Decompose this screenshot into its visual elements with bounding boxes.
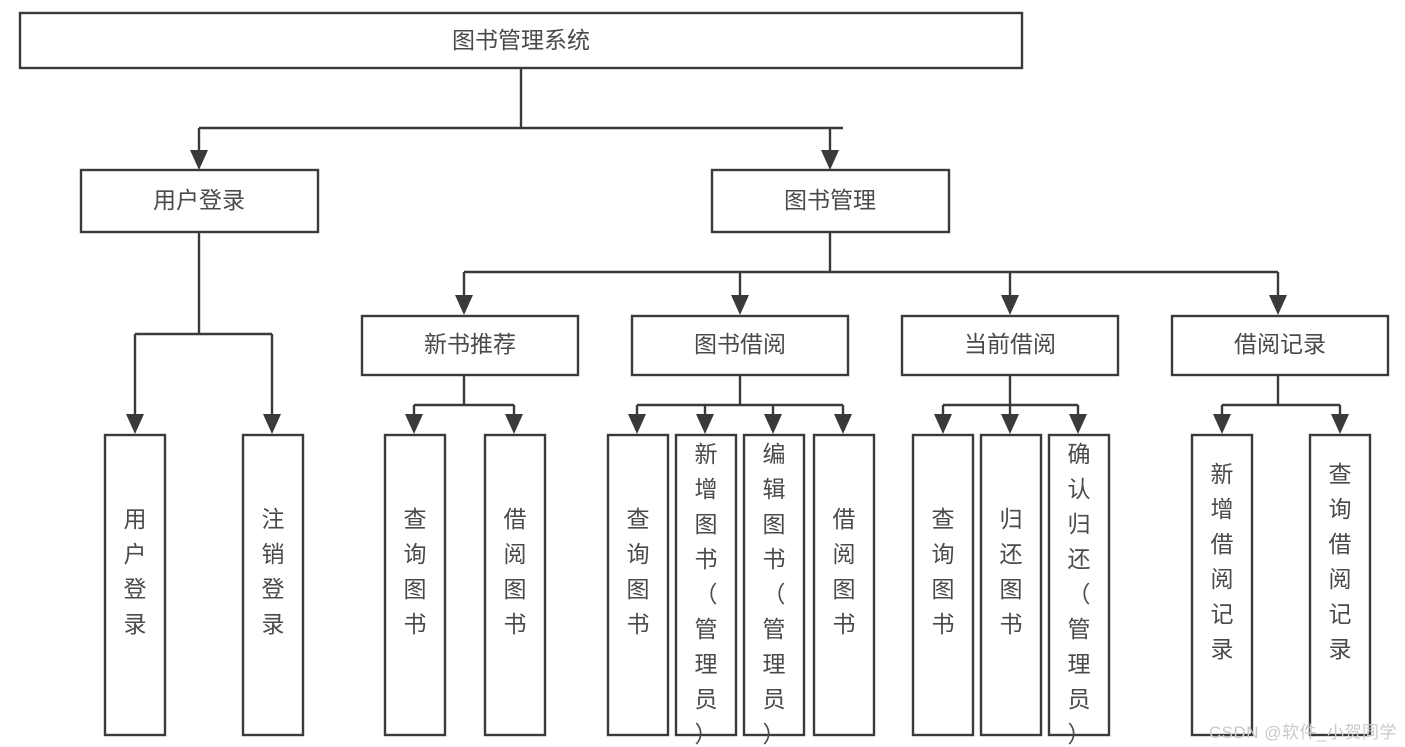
arrow-leaf-bookborrow-1 xyxy=(696,414,714,434)
leaf-new-book-recommend-1[interactable]: 借阅图书 xyxy=(483,433,547,737)
node-user-login[interactable]: 用户登录 xyxy=(79,168,320,234)
edge-borrowrecord-to-leaves xyxy=(1220,375,1342,414)
arrow-borrow-record xyxy=(1269,295,1287,315)
leaf-current-borrow-1[interactable]: 归还图书 xyxy=(979,433,1043,737)
leaf-user-login-0[interactable]: 用户登录 xyxy=(103,433,167,737)
edge-root-to-level2 xyxy=(197,68,843,150)
leaf-book-borrow-3-label: 借阅图书 xyxy=(833,506,856,637)
leaf-new-book-recommend-0-label: 查询图书 xyxy=(404,506,427,637)
leaf-borrow-record-1[interactable]: 查询借阅记录 xyxy=(1308,433,1372,737)
arrow-leaf-newbook-1 xyxy=(505,414,523,434)
node-book-borrow[interactable]: 图书借阅 xyxy=(630,314,850,377)
arrow-leaf-bookborrow-3 xyxy=(834,414,852,434)
arrow-leaf-user-login-0 xyxy=(126,414,144,434)
leaf-user-login-0-label: 用户登录 xyxy=(124,506,147,637)
leaf-new-book-recommend-0[interactable]: 查询图书 xyxy=(383,433,447,737)
leaf-borrow-record-0-label: 新增借阅记录 xyxy=(1211,461,1234,662)
node-borrow-record-label: 借阅记录 xyxy=(1234,331,1326,357)
node-borrow-record[interactable]: 借阅记录 xyxy=(1170,314,1390,377)
arrow-new-book xyxy=(455,295,473,315)
arrow-leaf-currentborrow-1 xyxy=(1001,414,1019,434)
arrow-leaf-user-login-1 xyxy=(263,414,281,434)
arrow-current-borrow xyxy=(1001,295,1019,315)
leaf-book-borrow-1[interactable]: 新增图书（管理员） xyxy=(674,433,738,747)
leaf-current-borrow-0[interactable]: 查询图书 xyxy=(911,433,975,737)
node-book-borrow-label: 图书借阅 xyxy=(694,331,786,357)
arrow-book-manage xyxy=(821,150,839,170)
node-new-book-recommend[interactable]: 新书推荐 xyxy=(360,314,580,377)
arrow-leaf-currentborrow-2 xyxy=(1069,414,1087,434)
leaf-user-login-1-label: 注销登录 xyxy=(262,506,285,637)
leaf-book-borrow-2[interactable]: 编辑图书（管理员） xyxy=(742,433,806,747)
arrow-leaf-borrowrecord-1 xyxy=(1331,414,1349,434)
leaf-book-borrow-0-label: 查询图书 xyxy=(627,506,650,637)
node-user-login-label: 用户登录 xyxy=(153,187,245,213)
node-book-manage[interactable]: 图书管理 xyxy=(710,168,951,234)
leaf-user-login-1[interactable]: 注销登录 xyxy=(241,433,305,737)
edge-userlogin-to-leaves xyxy=(133,232,274,414)
leaf-book-borrow-3[interactable]: 借阅图书 xyxy=(812,433,876,737)
leaf-current-borrow-2[interactable]: 确认归还（管理员） xyxy=(1047,433,1111,747)
arrow-leaf-newbook-0 xyxy=(405,414,423,434)
arrow-leaf-bookborrow-2 xyxy=(764,414,782,434)
edge-bookborrow-to-leaves xyxy=(635,375,845,414)
watermark: CSDN @软件_小贺同学 xyxy=(1208,723,1397,742)
edge-newbook-to-leaves xyxy=(412,375,516,414)
leaf-current-borrow-2-label: 确认归还（管理员） xyxy=(1068,441,1091,747)
leaf-book-borrow-0[interactable]: 查询图书 xyxy=(606,433,670,737)
node-root[interactable]: 图书管理系统 xyxy=(18,11,1024,70)
node-book-manage-label: 图书管理 xyxy=(784,187,876,213)
node-current-borrow-label: 当前借阅 xyxy=(964,331,1056,357)
arrow-book-borrow xyxy=(731,295,749,315)
arrow-leaf-borrowrecord-0 xyxy=(1213,414,1231,434)
node-root-label: 图书管理系统 xyxy=(452,27,590,53)
leaf-current-borrow-0-label: 查询图书 xyxy=(932,506,955,637)
leaf-borrow-record-1-label: 查询借阅记录 xyxy=(1329,461,1352,662)
edge-bookmanage-to-level3 xyxy=(462,232,1280,295)
leaf-book-borrow-1-label: 新增图书（管理员） xyxy=(695,441,718,747)
node-current-borrow[interactable]: 当前借阅 xyxy=(900,314,1120,377)
arrow-leaf-currentborrow-0 xyxy=(934,414,952,434)
leaf-book-borrow-2-label: 编辑图书（管理员） xyxy=(763,441,786,747)
leaf-borrow-record-0[interactable]: 新增借阅记录 xyxy=(1190,433,1254,737)
node-new-book-recommend-label: 新书推荐 xyxy=(424,331,516,357)
edge-currentborrow-to-leaves xyxy=(941,375,1080,414)
arrow-user-login xyxy=(190,150,208,170)
leaf-new-book-recommend-1-label: 借阅图书 xyxy=(504,506,527,637)
arrow-leaf-bookborrow-0 xyxy=(628,414,646,434)
leaf-current-borrow-1-label: 归还图书 xyxy=(1000,506,1023,637)
